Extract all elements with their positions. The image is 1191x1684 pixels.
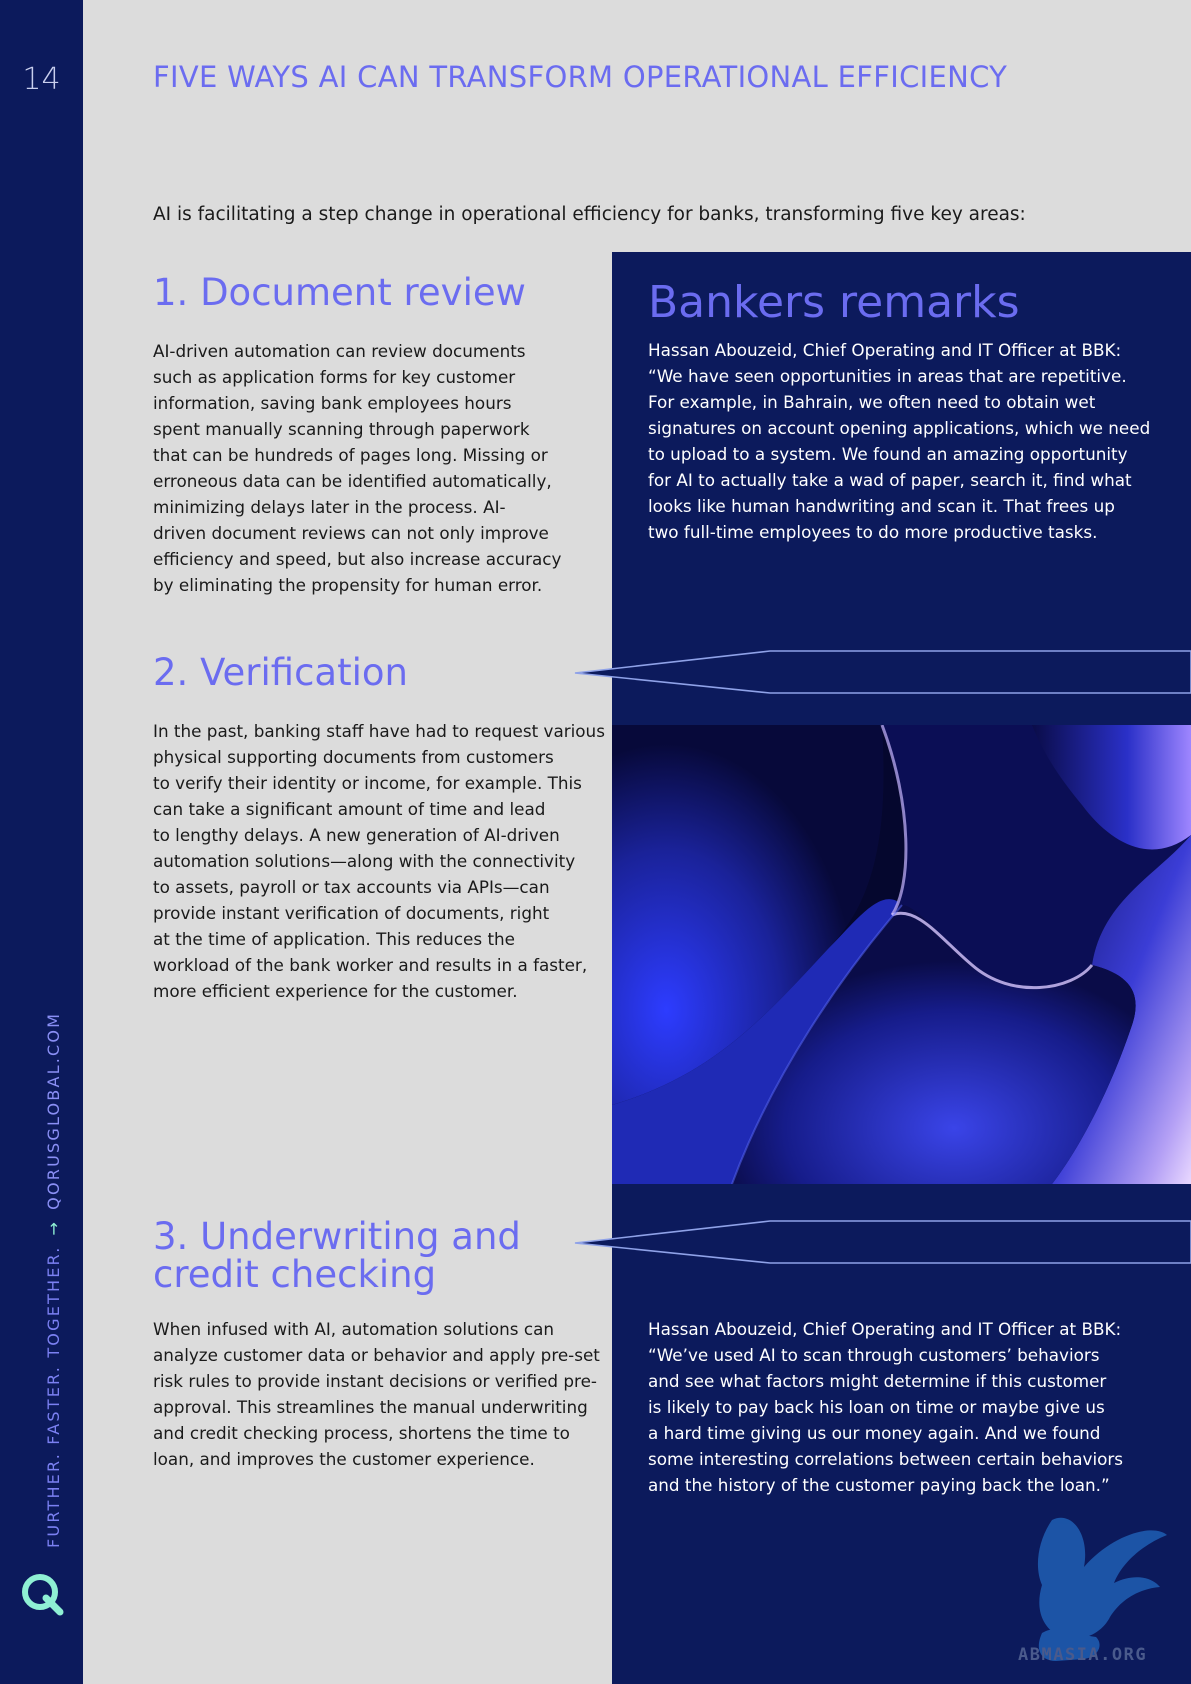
section-heading-underwriting: 3. Underwriting and credit checking [153, 1218, 521, 1293]
body-line: When infused with AI, automation solutio… [153, 1319, 555, 1339]
quote-line: Hassan Abouzeid, Chief Operating and IT … [648, 1319, 1122, 1339]
section-body-verification: In the past, banking staff have had to r… [153, 718, 605, 1004]
body-line: analyze customer data or behavior and ap… [153, 1345, 600, 1365]
quote-line: for AI to actually take a wad of paper, … [648, 470, 1132, 490]
quote-line: and see what factors might determine if … [648, 1371, 1107, 1391]
body-line: spent manually scanning through paperwor… [153, 419, 530, 439]
quote-line: “We’ve used AI to scan through customers… [648, 1345, 1100, 1365]
page-title: FIVE WAYS AI CAN TRANSFORM OPERATIONAL E… [153, 60, 1008, 94]
body-line: provide instant verification of document… [153, 903, 550, 923]
website-link[interactable]: QORUSGLOBAL.COM [44, 1011, 63, 1210]
quote-line: signatures on account opening applicatio… [648, 418, 1151, 438]
panel-title: Bankers remarks [648, 277, 1020, 328]
quote-line: Hassan Abouzeid, Chief Operating and IT … [648, 340, 1122, 360]
body-line: In the past, banking staff have had to r… [153, 721, 605, 741]
body-line: to verify their identity or income, for … [153, 773, 582, 793]
abstract-wave-artwork [612, 725, 1191, 1184]
page-number: 14 [22, 62, 61, 97]
arrow-right-icon: → [44, 1219, 63, 1236]
body-line: loan, and improves the customer experien… [153, 1449, 535, 1469]
tagline-text: FURTHER. FASTER. TOGETHER. [44, 1245, 63, 1548]
quote-line: is likely to pay back his loan on time o… [648, 1397, 1105, 1417]
quote-line: to upload to a system. We found an amazi… [648, 444, 1128, 464]
quote-line: looks like human handwriting and scan it… [648, 496, 1115, 516]
body-line: minimizing delays later in the process. … [153, 497, 506, 517]
quote-line: some interesting correlations between ce… [648, 1449, 1124, 1469]
quote-line: “We have seen opportunities in areas tha… [648, 366, 1127, 386]
body-line: efficiency and speed, but also increase … [153, 549, 562, 569]
section-body-underwriting: When infused with AI, automation solutio… [153, 1316, 600, 1472]
body-line: can take a significant amount of time an… [153, 799, 546, 819]
quote-line: two full-time employees to do more produ… [648, 522, 1098, 542]
body-line: erroneous data can be identified automat… [153, 471, 552, 491]
body-line: by eliminating the propensity for human … [153, 575, 543, 595]
body-line: at the time of application. This reduces… [153, 929, 516, 949]
q-logo-icon [22, 1574, 64, 1616]
quote-line: a hard time giving us our money again. A… [648, 1423, 1101, 1443]
pointer-arrow-1 [574, 650, 1191, 694]
heading-line: 3. Underwriting and [153, 1215, 521, 1258]
pointer-arrow-2 [574, 1220, 1191, 1264]
watermark-text: ABMASIA.ORG [1018, 1645, 1148, 1665]
quote-block-2: Hassan Abouzeid, Chief Operating and IT … [648, 1316, 1123, 1498]
body-line: more efficient experience for the custom… [153, 981, 518, 1001]
body-line: physical supporting documents from custo… [153, 747, 554, 767]
section-body-document-review: AI-driven automation can review document… [153, 338, 561, 598]
section-heading-document-review: 1. Document review [153, 271, 526, 314]
body-line: automation solutions—along with the conn… [153, 851, 576, 871]
body-line: risk rules to provide instant decisions … [153, 1371, 597, 1391]
body-line: driven document reviews can not only imp… [153, 523, 549, 543]
sidebar-tagline: FURTHER. FASTER. TOGETHER. → QORUSGLOBAL.C… [44, 1012, 63, 1548]
winged-lion-icon [1037, 1517, 1167, 1661]
body-line: to assets, payroll or tax accounts via A… [153, 877, 550, 897]
body-line: approval. This streamlines the manual un… [153, 1397, 588, 1417]
quote-line: For example, in Bahrain, we often need t… [648, 392, 1096, 412]
section-heading-verification: 2. Verification [153, 651, 408, 694]
body-line: information, saving bank employees hours [153, 393, 512, 413]
intro-text: AI is facilitating a step change in oper… [153, 204, 1026, 225]
body-line: AI-driven automation can review document… [153, 341, 526, 361]
sidebar [0, 0, 83, 1684]
quote-line: and the history of the customer paying b… [648, 1475, 1110, 1495]
quote-block-1: Hassan Abouzeid, Chief Operating and IT … [648, 337, 1150, 545]
body-line: workload of the bank worker and results … [153, 955, 588, 975]
body-line: such as application forms for key custom… [153, 367, 516, 387]
heading-line: credit checking [153, 1252, 437, 1296]
body-line: that can be hundreds of pages long. Miss… [153, 445, 548, 465]
body-line: to lengthy delays. A new generation of A… [153, 825, 560, 845]
body-line: and credit checking process, shortens th… [153, 1423, 570, 1443]
